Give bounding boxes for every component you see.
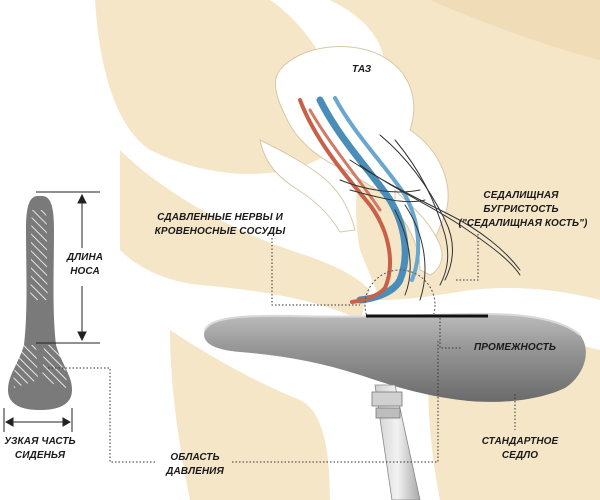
standard-saddle bbox=[204, 312, 586, 500]
ischial-label-line3: ("СЕДАЛИЩНАЯ КОСТЬ") bbox=[458, 218, 588, 229]
narrow-saddle-top-view bbox=[8, 196, 72, 410]
nose-length-label-line2: НОСА bbox=[70, 266, 100, 277]
pressure-circle bbox=[364, 269, 436, 341]
standard-saddle-label-line1: СТАНДАРТНОЕ bbox=[481, 436, 559, 447]
leader-lines bbox=[48, 234, 516, 463]
ischial-label-line1: СЕДАЛИЩНАЯ bbox=[483, 190, 559, 201]
narrow-part-label-line1: УЗКАЯ ЧАСТЬ bbox=[4, 436, 76, 447]
nose-length-dimension bbox=[36, 191, 100, 344]
perineum-label: ПРОМЕЖНОСТЬ bbox=[474, 342, 557, 353]
compressed-nerves-label-line2: КРОВЕНОСНЫЕ СОСУДЫ bbox=[154, 226, 286, 237]
pressure-area-label-line2: ДАВЛЕНИЯ bbox=[166, 466, 224, 477]
nerves-and-vessels bbox=[298, 96, 521, 304]
narrow-part-label-line2: СИДЕНЬЯ bbox=[14, 450, 66, 461]
pressure-area-label-line1: ОБЛАСТЬ bbox=[170, 452, 220, 463]
pelvis-label: ТАЗ bbox=[352, 64, 372, 75]
compressed-nerves-label-line1: СДАВЛЕННЫЕ НЕРВЫ И bbox=[157, 212, 283, 223]
standard-saddle-label-line2: СЕДЛО bbox=[501, 450, 539, 461]
ischial-label-line2: БУГРИСТОСТЬ bbox=[483, 204, 559, 215]
narrow-width-dimension bbox=[3, 408, 73, 432]
nose-length-label-line1: ДЛИНА bbox=[66, 252, 104, 263]
